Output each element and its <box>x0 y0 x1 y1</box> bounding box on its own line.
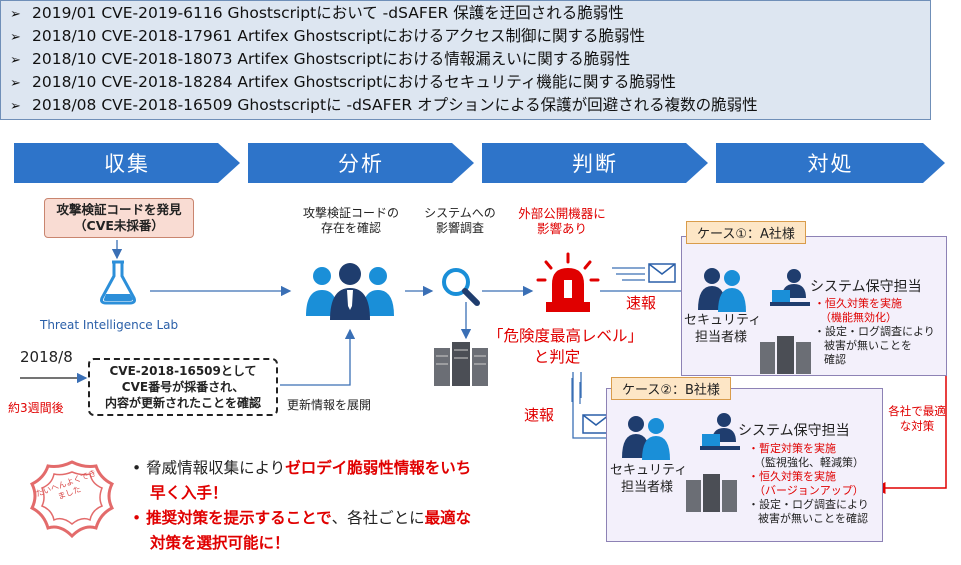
summary-bullet-2: • 推奨対策を提示することで、各社ごとに最適な <box>132 509 472 527</box>
case1-box <box>681 236 947 376</box>
cve-item: ➢2018/10 CVE-2018-18073 Artifex Ghostscr… <box>10 50 631 68</box>
case2-title: ケース②：B社様 <box>611 377 731 400</box>
quick-report-label-1: 速報 <box>626 294 657 312</box>
phase-analyze: 分析 <box>248 143 474 183</box>
cve-item: ➢2019/01 CVE-2019-6116 Ghostscriptにおいて -… <box>10 4 624 22</box>
case2-security-label: セキュリティ 担当者様 <box>610 463 688 495</box>
lab-label: Threat Intelligence Lab <box>40 318 179 332</box>
servers-icon <box>760 336 811 374</box>
alarm-light-icon <box>536 252 600 312</box>
phase-respond: 対処 <box>716 143 945 183</box>
case1-items: ・恒久対策を実施 （機能無効化） ・設定・ログ調査により 被害が無いことを 確認 <box>814 297 935 366</box>
security-staff-icon <box>698 268 746 312</box>
cve-item: ➢2018/10 CVE-2018-17961 Artifex Ghostscr… <box>10 27 645 45</box>
servers-icon <box>434 342 488 386</box>
case2-items: ・暫定対策を実施 （監視強化、軽減策） ・恒久対策を実施 （バージョンアップ） … <box>748 442 869 525</box>
date-label: 2018/8 <box>20 348 73 366</box>
quick-report-label-2: 速報 <box>524 406 555 424</box>
discovery-box: 攻撃検証コードを発見 （CVE未採番） <box>44 198 194 238</box>
maintenance-staff-icon <box>700 413 740 450</box>
case1-maintenance-label: システム保守担当 <box>810 279 922 295</box>
cve-item: ➢2018/10 CVE-2018-18284 Artifex Ghostscr… <box>10 73 676 91</box>
maintenance-staff-icon <box>770 269 810 306</box>
mail-icon <box>648 263 676 283</box>
weeks-later-label: 約3週間後 <box>8 401 64 415</box>
case1-title: ケース①：A社様 <box>686 221 806 244</box>
summary-bullet-1: • 脅威情報収集によりゼロデイ脆弱性情報をいち <box>132 459 472 477</box>
danger-label: 「危険度最高レベル」 と判定 <box>488 327 644 366</box>
security-staff-icon <box>622 416 670 460</box>
flask-icon <box>100 260 136 305</box>
optimal-label: 各社で最適 な対策 <box>888 404 946 433</box>
phase-collect: 収集 <box>14 143 240 183</box>
summary-block: • 脅威情報収集によりゼロデイ脆弱性情報をいち 早く入手！ • 推奨対策を提示す… <box>132 456 471 556</box>
line-update-to-analysis <box>280 328 356 386</box>
case2-box <box>606 388 883 542</box>
stamp-icon <box>29 460 115 539</box>
cve-list-box: ➢2019/01 CVE-2019-6116 Ghostscriptにおいて -… <box>0 0 931 120</box>
external-impact-label: 外部公開機器に 影響あり <box>518 206 606 236</box>
cve-item: ➢2018/08 CVE-2018-16509 Ghostscriptに -dS… <box>10 96 758 114</box>
case1-security-label: セキュリティ 担当者様 <box>684 313 762 345</box>
phase-judge: 判断 <box>482 143 708 183</box>
line-alarm-to-case2 <box>572 372 618 444</box>
case2-maintenance-label: システム保守担当 <box>738 423 850 439</box>
speed-lines <box>571 267 645 404</box>
search-icon <box>442 268 480 306</box>
deploy-label: 更新情報を展開 <box>287 398 372 412</box>
team-icon <box>306 263 394 320</box>
impact-label: システムへの 影響調査 <box>424 206 496 235</box>
update-box: CVE-2018-16509として CVE番号が採番され、 内容が更新されたこと… <box>88 358 278 416</box>
analysis-check-label: 攻撃検証コードの 存在を確認 <box>302 206 399 235</box>
servers-icon <box>686 474 737 512</box>
